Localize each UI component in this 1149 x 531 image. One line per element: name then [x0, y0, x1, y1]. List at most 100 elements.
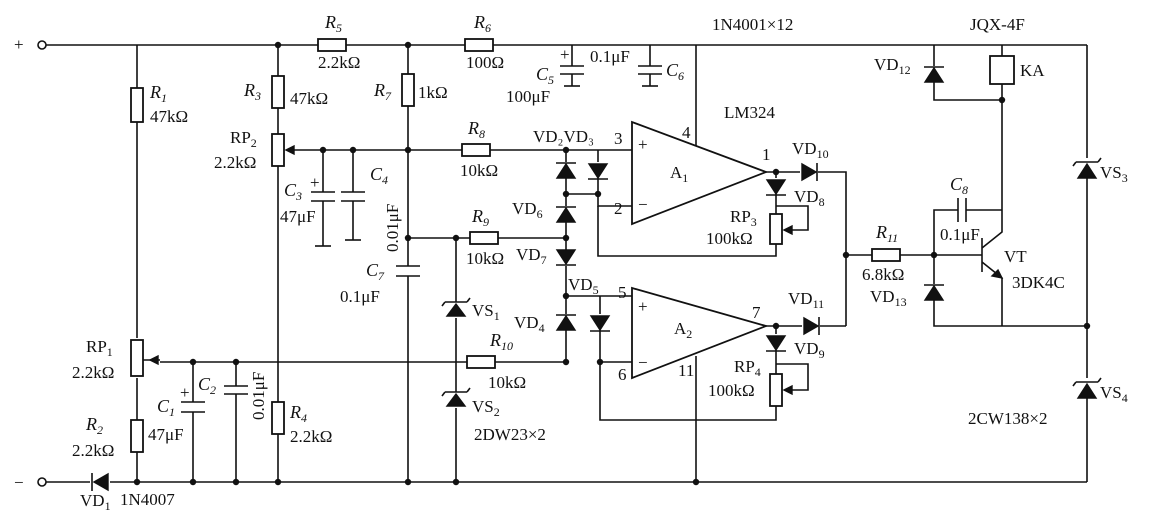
a1-input-wires — [566, 149, 632, 207]
c7-label: C7 — [366, 260, 385, 283]
relay-wire — [933, 45, 1003, 101]
c5-c6-wire — [571, 45, 651, 86]
opamp-part-number: LM324 — [724, 103, 776, 122]
vs2-label: VS2 — [472, 397, 500, 419]
vd9-label: VD9 — [794, 339, 825, 361]
rp4-wiper-wire — [776, 363, 809, 391]
minus-terminal-label: − — [14, 473, 24, 492]
junction-bottom-3 — [232, 478, 240, 486]
rp3-potentiometer — [769, 213, 783, 245]
vs3-label: VS3 — [1100, 163, 1128, 185]
r6-value: 100Ω — [466, 53, 504, 72]
vd6-diode — [555, 206, 577, 223]
plus-terminal-label: + — [14, 35, 24, 54]
rp1-potentiometer — [130, 339, 144, 377]
c3-label: C3 — [284, 180, 302, 203]
r2-resistor — [130, 419, 144, 453]
rp4-value: 100kΩ — [708, 381, 755, 400]
junction-ladder-bottom — [562, 358, 570, 366]
r4-label: R4 — [289, 402, 307, 425]
a2-minus-sign: − — [638, 353, 648, 372]
diodes-part-number: 1N4001×12 — [712, 15, 793, 34]
rp3-value: 100kΩ — [706, 229, 753, 248]
r8-value: 10kΩ — [460, 161, 498, 180]
rp1-wiper-arrow — [148, 354, 159, 366]
a1-pin2: 2 — [614, 199, 623, 218]
vd10-label: VD10 — [792, 139, 829, 161]
vs4-label: VS4 — [1100, 383, 1128, 405]
a1-label: A1 — [670, 163, 688, 185]
r6-label: R6 — [473, 12, 491, 35]
a2-pin7: 7 — [752, 303, 761, 322]
a2-label: A2 — [674, 319, 692, 341]
ka-relay-coil — [989, 55, 1015, 85]
vd11-diode — [803, 316, 820, 336]
r10-resistor — [466, 355, 496, 369]
ka-label: KA — [1020, 61, 1045, 80]
r3-value: 47kΩ — [290, 89, 328, 108]
r3-label: R3 — [243, 80, 261, 103]
a1-feedback-wire — [597, 172, 777, 257]
c8-label: C8 — [950, 174, 968, 197]
r5-resistor — [317, 38, 347, 52]
rp2-value: 2.2kΩ — [214, 153, 256, 172]
a2-opamp — [631, 286, 769, 380]
r9-value: 10kΩ — [466, 249, 504, 268]
a2-pin6: 6 — [618, 365, 627, 384]
c8-value: 0.1μF — [940, 225, 980, 244]
junction-c2 — [232, 358, 240, 366]
a1-pin4: 4 — [682, 123, 691, 142]
vd2-vd3-label: VD₂VD₃ — [533, 127, 594, 146]
vs1-zener — [441, 297, 471, 317]
r7-resistor — [401, 73, 415, 107]
transistor-part-number: 3DK4C — [1012, 273, 1065, 292]
rp3-label: RP3 — [730, 207, 757, 229]
vd2-diode — [555, 162, 577, 179]
r1-value: 47kΩ — [150, 107, 188, 126]
junction-r7-top — [404, 41, 412, 49]
a2-feedback-wire — [599, 326, 777, 421]
junction-vs1 — [452, 234, 460, 242]
rp4-potentiometer — [769, 373, 783, 407]
rp1-value: 2.2kΩ — [72, 363, 114, 382]
vd13-diode — [923, 284, 945, 301]
a2-pin5: 5 — [618, 283, 627, 302]
minus-terminal — [37, 477, 47, 487]
vd1-diode — [91, 472, 109, 492]
r4-resistor — [271, 401, 285, 435]
r9-label: R9 — [471, 206, 489, 229]
vs4-zener — [1072, 377, 1102, 399]
vt-label: VT — [1004, 247, 1027, 266]
zener34-part-number: 2CW138×2 — [968, 409, 1047, 428]
c1-label: C1 — [157, 396, 175, 419]
a2-pin11: 11 — [678, 361, 694, 380]
junction-emitter — [1083, 322, 1091, 330]
junction-bottom-1 — [133, 478, 141, 486]
c3-value: 47μF — [280, 207, 316, 226]
a1-output-wire — [766, 171, 847, 326]
a2-input-wires — [600, 295, 632, 363]
vs3-zener — [1072, 157, 1102, 179]
a1-pin3: 3 — [614, 129, 623, 148]
a1-minus-sign: − — [638, 195, 648, 214]
a1-plus-sign: + — [638, 135, 648, 154]
c2-label: C2 — [198, 374, 216, 397]
c2-value: 0.01μF — [249, 372, 268, 420]
c6-value: 0.1μF — [590, 47, 630, 66]
r8-label: R8 — [467, 118, 485, 141]
vd13-wire — [933, 255, 1002, 327]
r9-resistor — [469, 231, 499, 245]
rp4-wiper-arrow — [782, 384, 793, 396]
vs1-label: VS1 — [472, 301, 500, 323]
rp2-potentiometer — [271, 133, 285, 167]
vd9-diode — [765, 335, 787, 352]
junction-r7-r8 — [404, 146, 412, 154]
rp1-label: RP1 — [86, 337, 113, 359]
r1-resistor — [130, 87, 144, 123]
a2-plus-sign: + — [638, 297, 648, 316]
c5-polarity: + — [560, 45, 570, 64]
r5-label: R5 — [324, 12, 342, 35]
c5-label: C5 — [536, 64, 554, 87]
r2-value: 2.2kΩ — [72, 441, 114, 460]
a1-opamp — [631, 120, 769, 226]
